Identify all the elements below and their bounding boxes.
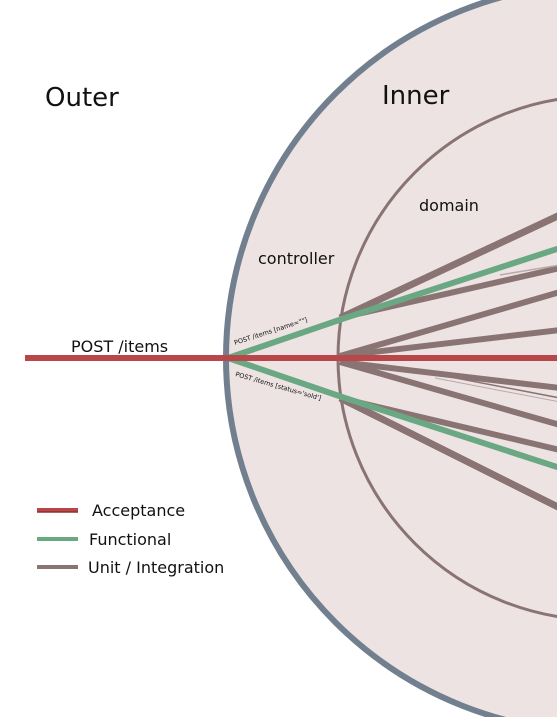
functional-line (344, 245, 557, 321)
functional-line (227, 315, 346, 361)
unit-integration-line (339, 359, 557, 428)
domain-label: domain (419, 196, 479, 215)
unit-integration-line (338, 394, 557, 511)
inner-label: Inner (382, 81, 450, 111)
functional-line (227, 355, 346, 401)
controller-label: controller (258, 249, 335, 268)
thin-line (434, 377, 557, 402)
unit-integration-line (339, 327, 557, 359)
legend-label-functional: Functional (89, 530, 171, 549)
thin-line (499, 264, 557, 276)
unit-integration-line (339, 359, 557, 391)
functional-line (344, 395, 557, 471)
legend-label-acceptance: Acceptance (92, 501, 185, 520)
unit-integration-line (338, 212, 557, 322)
thin-line (434, 373, 557, 399)
legend: Acceptance Functional Unit / Integration (37, 501, 224, 577)
outer-label: Outer (45, 83, 119, 113)
legend-label-unit-integration: Unit / Integration (88, 558, 224, 577)
request-label: POST /items (71, 337, 168, 356)
unit-integration-line (339, 289, 557, 359)
